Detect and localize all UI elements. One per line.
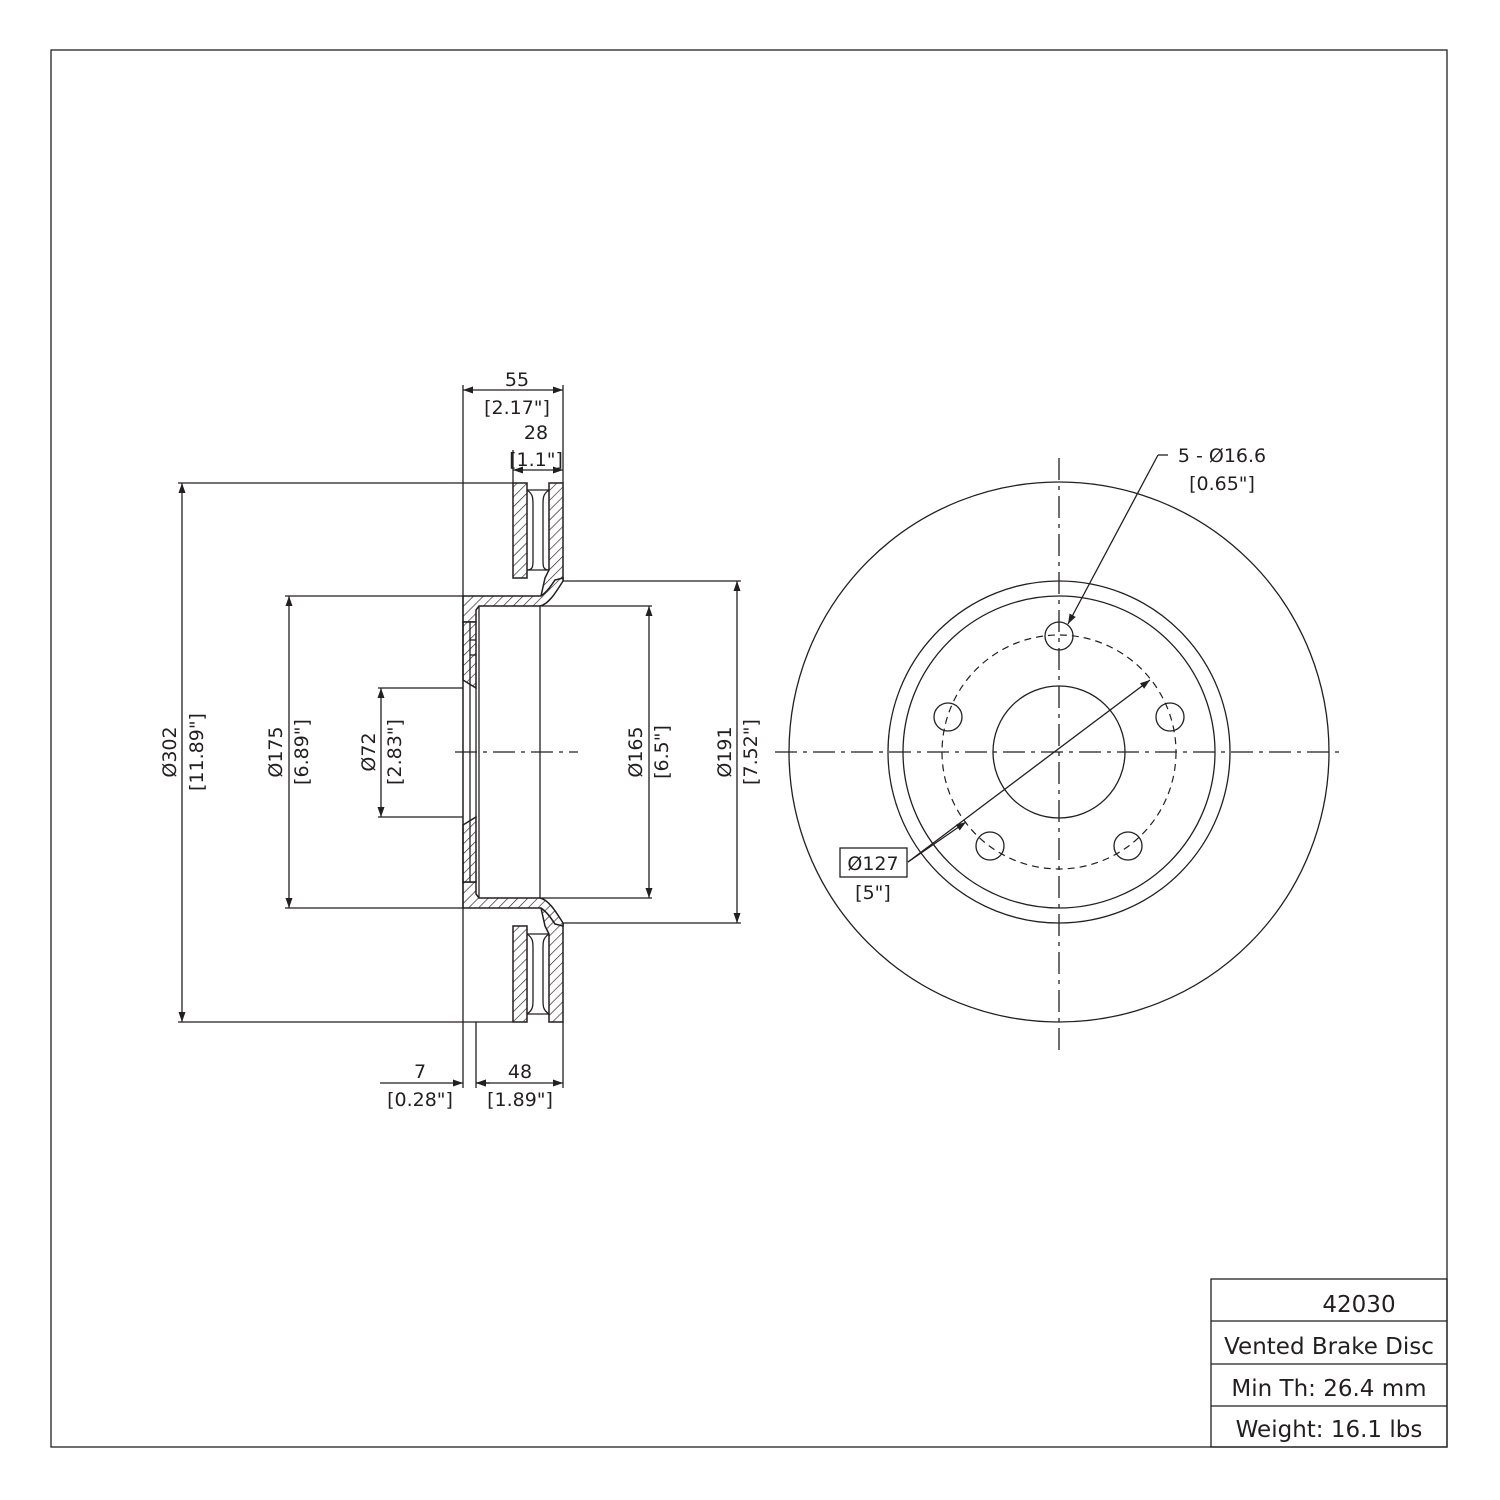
- dim-48-in: [1.89"]: [487, 1089, 553, 1111]
- upper-friction-ring: [512, 482, 528, 579]
- bolt-hole-2: [1155, 702, 1185, 732]
- dim-175-in: [6.89"]: [291, 719, 313, 785]
- bolt-hole-callout-mm: 5 - Ø16.6: [1178, 445, 1266, 467]
- dim-55-in: [2.17"]: [484, 397, 550, 419]
- dim-302-in: [11.89"]: [186, 713, 208, 791]
- bolt-circle-label-box: [839, 847, 908, 878]
- bolt-hole-5: [933, 702, 963, 732]
- weight: Weight: 16.1 lbs: [1236, 1417, 1423, 1443]
- bolt-circle-callout-mm: Ø127: [847, 853, 898, 875]
- dim-7-in: [0.28"]: [387, 1089, 453, 1111]
- dim-165-in: [6.5"]: [651, 725, 673, 779]
- hat-bottom: [462, 881, 564, 927]
- dim-28-in: [1.1"]: [509, 449, 563, 471]
- dim-55-mm: 55: [505, 369, 529, 391]
- section-view: 55 [2.17"] 28 [1.1"] Ø302 [11.89"] Ø175 …: [159, 369, 762, 1111]
- bolt-circle-callout-in: [5"]: [855, 882, 891, 904]
- bolt-circle-leader: [907, 679, 1151, 863]
- dim-72-in: [2.83"]: [384, 719, 406, 785]
- dim-48-mm: 48: [508, 1061, 532, 1083]
- dim-28-mm: 28: [524, 422, 548, 444]
- hat-top: [462, 577, 564, 623]
- dim-175-mm: Ø175: [265, 726, 287, 777]
- min-thickness: Min Th: 26.4 mm: [1231, 1376, 1426, 1402]
- bolt-hole-3: [1113, 831, 1143, 861]
- part-description: Vented Brake Disc: [1224, 1334, 1434, 1360]
- lower-friction-ring: [512, 925, 528, 1023]
- bolt-hole-callout-in: [0.65"]: [1189, 473, 1255, 495]
- part-number: 42030: [1322, 1292, 1395, 1318]
- dim-191-mm: Ø191: [714, 726, 736, 777]
- bolt-hole-leader: [1067, 454, 1159, 625]
- dim-7-mm: 7: [414, 1061, 426, 1083]
- title-block: 42030 Vented Brake Disc Min Th: 26.4 mm …: [1210, 1278, 1448, 1448]
- dim-191-in: [7.52"]: [740, 719, 762, 785]
- bolt-hole-4: [975, 831, 1005, 861]
- dim-302-mm: Ø302: [159, 726, 181, 777]
- front-view: 5 - Ø16.6 [0.65"] Ø127 [5"]: [775, 445, 1345, 1050]
- dim-165-mm: Ø165: [625, 726, 647, 777]
- drawing-border: [50, 49, 1448, 1448]
- dim-72-mm: Ø72: [358, 732, 380, 771]
